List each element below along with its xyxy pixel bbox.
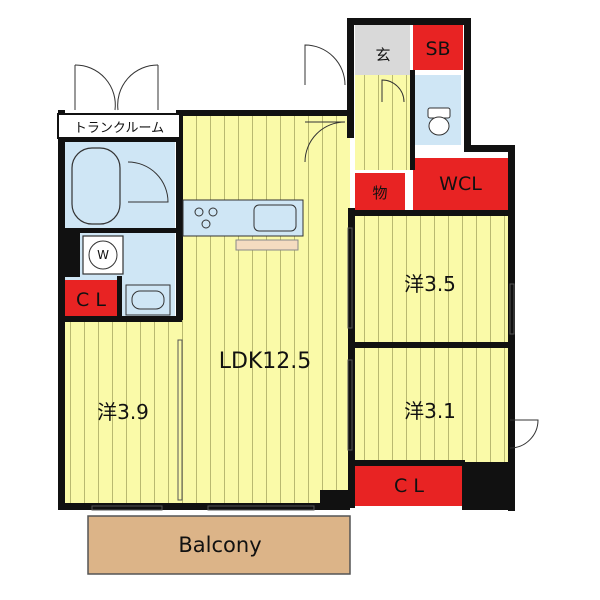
bathtub [71,147,121,225]
stove-icon [194,207,218,229]
wash-basin-bowl [131,290,165,310]
wash-basin [125,284,171,316]
kitchen-backsplash [235,239,299,251]
washer-label: W [97,248,109,262]
toilet-bowl [428,116,450,136]
entrance-label: 玄 [375,45,391,64]
trunk-room-box [57,113,181,139]
wcl-label: WCL [439,173,482,195]
washer-drum [88,240,118,270]
ldk-label: LDK12.5 [218,348,312,374]
ldk-floor [180,110,350,510]
doors [74,44,539,449]
shoe-box-label: SB [425,38,451,60]
western-right-upper-floor [355,215,510,343]
kitchen-sink [253,204,297,232]
wcl-area [413,158,508,210]
trunk-room-label: トランクルーム [73,120,165,136]
washer-box [82,235,124,275]
shoe-box-area [413,25,463,70]
balcony-floor [87,515,351,575]
closet-bottom-label: C L [394,475,424,497]
walls [58,18,515,511]
western-right-upper-label: 洋3.5 [404,271,456,296]
balcony-label: Balcony [178,533,262,557]
storage-label: 物 [372,183,388,202]
windows [91,227,515,511]
western-left-label: 洋3.9 [97,399,149,424]
western-right-lower-label: 洋3.1 [404,398,456,423]
closet-left-area [65,280,117,320]
closet-left-label: C L [76,289,106,311]
western-left-floor [65,322,180,510]
storage-area [355,173,405,211]
western-right-lower-floor [355,347,510,462]
closet-bottom-area [355,466,463,506]
entrance-floor [355,25,410,75]
